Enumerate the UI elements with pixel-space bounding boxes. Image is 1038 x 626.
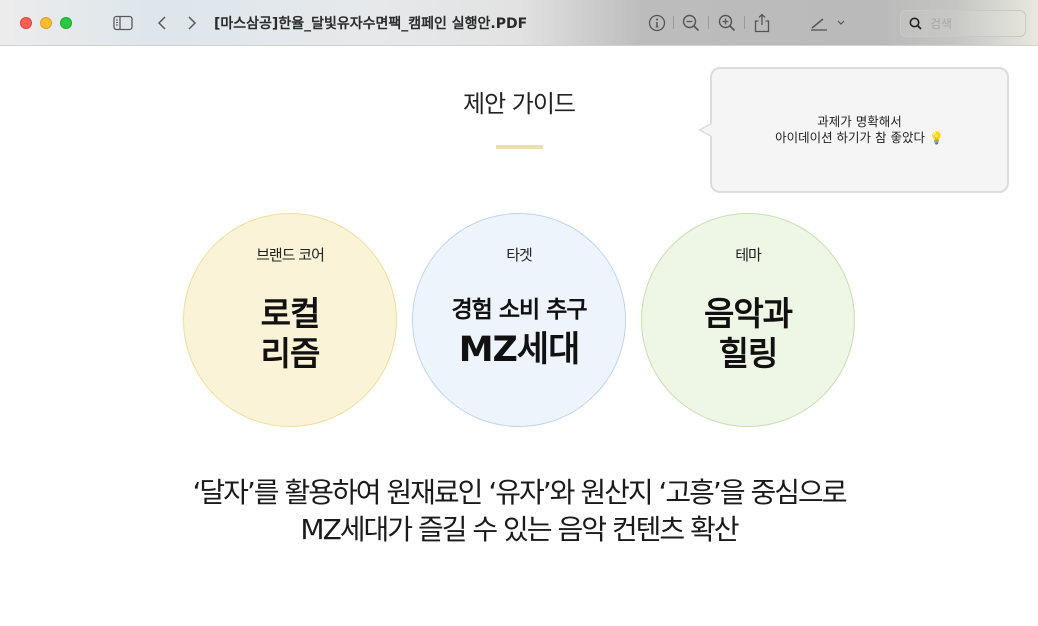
share-icon bbox=[754, 13, 770, 33]
summary-line-2: MZ세대가 즐길 수 있는 음악 컨텐츠 확산 bbox=[300, 513, 739, 546]
brand-core-circle: 브랜드 코어 로컬 리즘 bbox=[183, 213, 397, 427]
page-title: 제안 가이드 bbox=[462, 90, 576, 118]
circle-main-line-2: 리즘 bbox=[260, 334, 321, 373]
info-button[interactable] bbox=[646, 11, 668, 35]
chevron-right-icon bbox=[188, 16, 197, 30]
circle-label: 타겟 bbox=[506, 246, 533, 264]
circle-main-text: 음악과 힐링 bbox=[642, 294, 854, 374]
circle-main-line-2: 힐링 bbox=[718, 334, 779, 373]
comment-line-2: 아이데이션 하기가 참 좋았다 bbox=[775, 130, 925, 145]
search-icon bbox=[909, 17, 922, 30]
pen-icon bbox=[811, 18, 827, 31]
forward-button[interactable] bbox=[182, 11, 202, 35]
circle-main-line-2: MZ세대 bbox=[458, 330, 581, 370]
comment-bubble[interactable]: 과제가 명확해서 아이데이션 하기가 참 좋았다 💡 bbox=[698, 67, 1009, 193]
markup-button[interactable] bbox=[808, 11, 848, 35]
zoom-in-icon bbox=[718, 14, 736, 32]
toolbar-divider bbox=[744, 16, 745, 29]
toolbar-divider bbox=[673, 16, 674, 29]
chevron-down-icon bbox=[837, 20, 845, 25]
minimize-window-button[interactable] bbox=[40, 17, 52, 29]
zoom-out-button[interactable] bbox=[680, 11, 702, 35]
circle-label: 테마 bbox=[735, 246, 762, 264]
comment-text: 과제가 명확해서 아이데이션 하기가 참 좋았다 💡 bbox=[775, 114, 944, 146]
close-window-button[interactable] bbox=[20, 17, 32, 29]
lightbulb-icon: 💡 bbox=[928, 131, 944, 145]
chevron-left-icon bbox=[157, 16, 166, 30]
title-underline bbox=[496, 145, 543, 149]
target-circle: 타겟 경험 소비 추구 MZ세대 bbox=[412, 213, 626, 427]
comment-bubble-tail bbox=[698, 123, 712, 137]
summary-line-1: ‘달자’를 활용하여 원재료인 ‘유자’와 원산지 ‘고흥’을 중심으로 bbox=[192, 476, 847, 509]
sidebar-toggle-button[interactable] bbox=[112, 11, 134, 35]
document-title: [마스삼공]한율_달빛유자수면팩_캠페인 실행안.PDF bbox=[214, 16, 528, 32]
zoom-out-icon bbox=[682, 14, 700, 32]
circle-label: 브랜드 코어 bbox=[256, 246, 325, 264]
share-button[interactable] bbox=[751, 11, 773, 35]
window-toolbar: [마스삼공]한율_달빛유자수면팩_캠페인 실행안.PDF bbox=[0, 0, 1038, 46]
back-button[interactable] bbox=[152, 11, 172, 35]
circle-main-text: 로컬 리즘 bbox=[184, 294, 396, 374]
search-input[interactable] bbox=[930, 16, 1010, 31]
toolbar-divider bbox=[708, 16, 709, 29]
circle-main-line-1: 로컬 bbox=[260, 294, 321, 333]
sidebar-icon bbox=[113, 15, 133, 31]
theme-circle: 테마 음악과 힐링 bbox=[641, 213, 855, 427]
circle-main-line-1: 경험 소비 추구 bbox=[451, 297, 588, 323]
comment-line-1: 과제가 명확해서 bbox=[817, 114, 902, 129]
zoom-in-button[interactable] bbox=[716, 11, 738, 35]
circle-main-line-1: 음악과 bbox=[703, 294, 793, 333]
info-icon bbox=[648, 14, 666, 32]
zoom-window-button[interactable] bbox=[60, 17, 72, 29]
search-field[interactable] bbox=[900, 10, 1026, 37]
summary-text: ‘달자’를 활용하여 원재료인 ‘유자’와 원산지 ‘고흥’을 중심으로 MZ세… bbox=[0, 474, 1038, 548]
